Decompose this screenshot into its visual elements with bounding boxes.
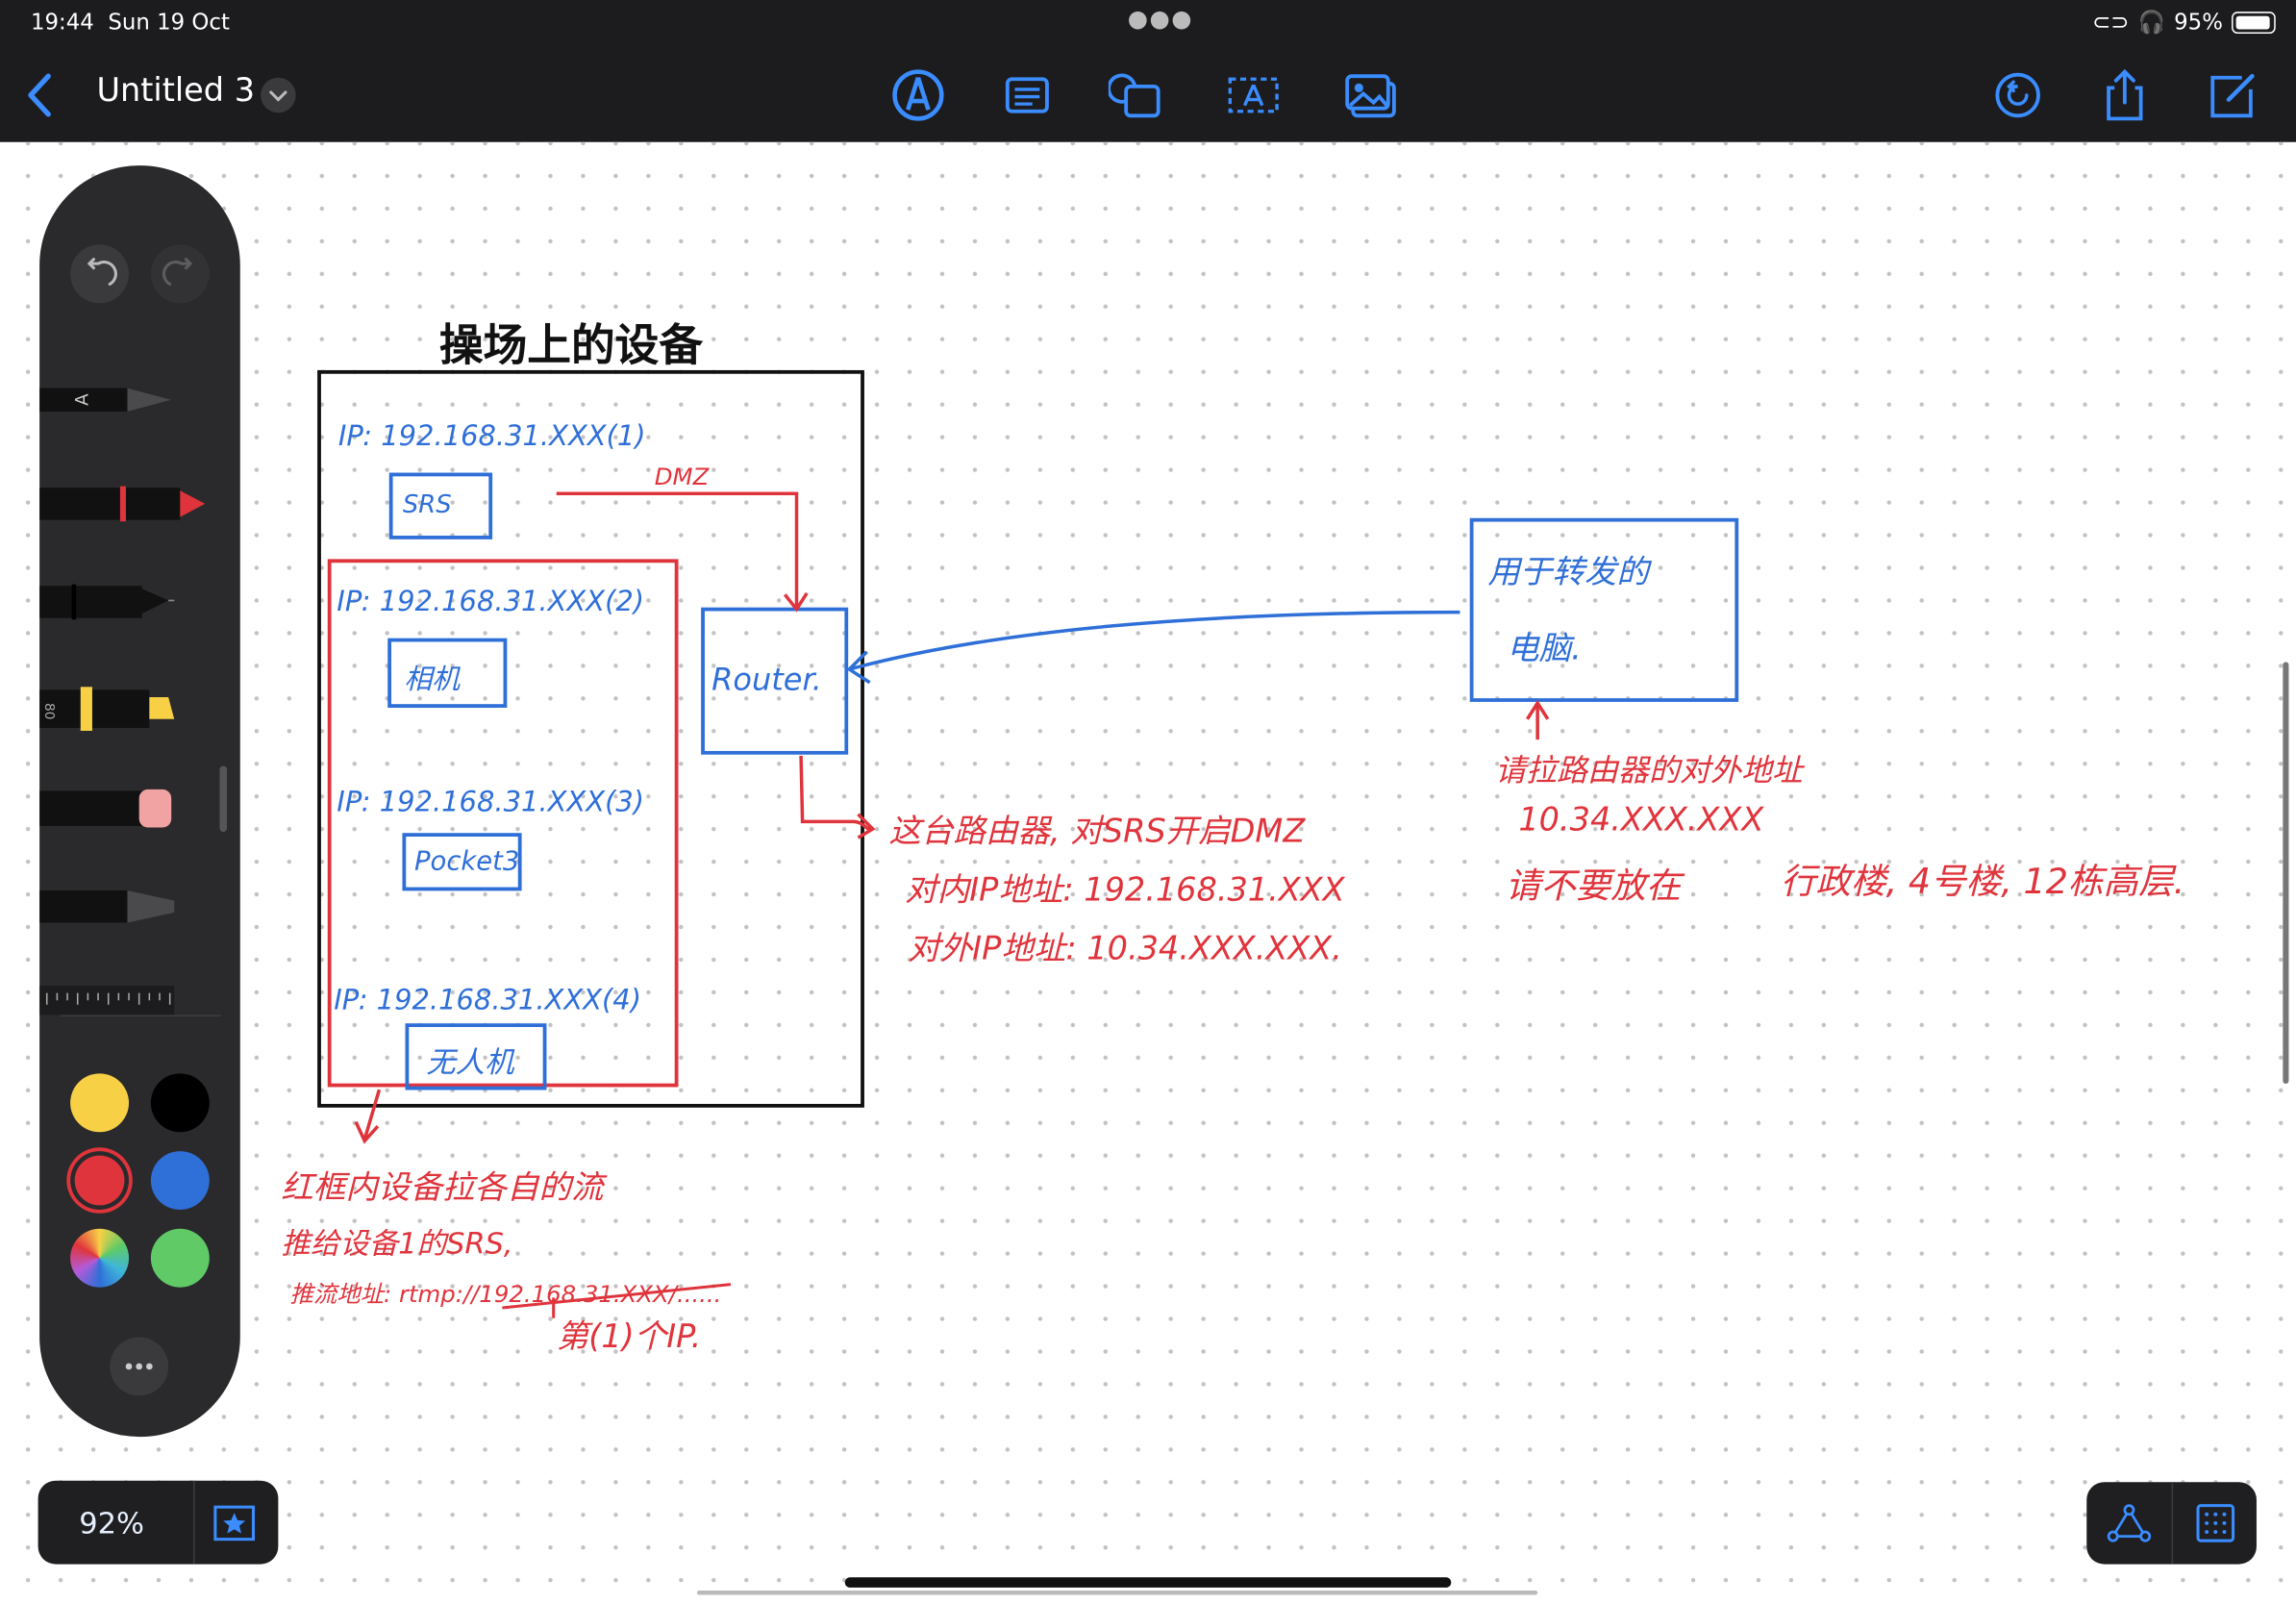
redo-button[interactable] xyxy=(150,244,210,304)
redbox-note-arrow xyxy=(354,1089,382,1144)
battery-percent: 95% xyxy=(2174,9,2223,36)
grid-icon[interactable] xyxy=(2195,1503,2236,1544)
drone-box xyxy=(405,1023,547,1090)
palette-scroll-indicator xyxy=(219,765,228,833)
options-divider xyxy=(2171,1482,2174,1565)
ink-strokes xyxy=(317,369,1739,1318)
link-icon: ⊂⊃ xyxy=(2092,9,2130,36)
fineliner-icon xyxy=(39,584,175,620)
tool-strip[interactable]: A 80 xyxy=(39,370,240,1015)
multitasking-dots-icon[interactable]: ●●● xyxy=(1127,4,1194,33)
top-toolbar: 19:44 Sun 19 Oct ●●● ⊂⊃ 🎧 95% Untitled 3 xyxy=(0,0,2296,142)
router-note-line1: 这台路由器, 对SRS开启DMZ xyxy=(888,814,1306,851)
battery-icon xyxy=(2232,11,2276,34)
page-scroll-indicator xyxy=(696,1590,1538,1595)
status-time: 19:44 Sun 19 Oct xyxy=(30,9,230,36)
lasso-icon xyxy=(39,890,175,923)
pc-note-arrow xyxy=(1526,699,1550,740)
redbox-note-line3: 推流地址: rtmp://192.168.31.XXX/...... xyxy=(289,1280,722,1309)
srs-label: SRS xyxy=(402,490,452,520)
camera-box xyxy=(387,638,508,708)
drawing-canvas[interactable]: 操场上的设备 IP: 192.168.31.XXX(1) SRS DMZ IP:… xyxy=(0,141,2296,1604)
router-label: Router. xyxy=(711,662,822,697)
chevron-down-icon[interactable] xyxy=(261,77,296,113)
headphones-icon: 🎧 xyxy=(2137,9,2165,36)
srs-box xyxy=(388,472,493,539)
highlighter-size: 80 xyxy=(41,703,57,719)
monoline-pencil-icon: A xyxy=(39,388,172,412)
undo-icon xyxy=(87,258,117,286)
dmz-label: DMZ xyxy=(654,463,710,491)
shape-nodes-icon[interactable] xyxy=(2107,1504,2152,1545)
redbox-note-line1: 红框内设备拉各自的流 xyxy=(281,1169,604,1207)
pc-note-line3: 请不要放在 xyxy=(1505,865,1682,907)
pc-note-line2: 10.34.XXX.XXX xyxy=(1518,802,1764,840)
color-swatch-black[interactable] xyxy=(150,1073,210,1133)
text-box-icon[interactable] xyxy=(1224,66,1283,125)
document-title[interactable]: Untitled 3 xyxy=(96,73,256,111)
pc-router-arrow xyxy=(846,610,1460,685)
ruler-icon xyxy=(39,985,175,1015)
redo-icon xyxy=(162,258,193,286)
pc-label-line1: 用于转发的 xyxy=(1487,555,1649,592)
ip1-label: IP: 192.168.31.XXX(1) xyxy=(337,420,646,453)
router-note-arrow xyxy=(799,755,876,840)
pc-label-line2: 电脑. xyxy=(1507,631,1582,668)
ip2-label: IP: 192.168.31.XXX(2) xyxy=(337,586,645,618)
zoom-divider xyxy=(193,1480,195,1565)
tool-palette: A 80 xyxy=(39,165,240,1438)
router-box xyxy=(701,607,849,755)
compose-icon[interactable] xyxy=(2204,66,2262,125)
pc-note-line1: 请拉路由器的对外地址 xyxy=(1494,752,1803,789)
heading-text: 操场上的设备 xyxy=(438,320,704,372)
drone-label: 无人机 xyxy=(426,1043,514,1080)
pc-box xyxy=(1469,517,1739,702)
favorite-star-icon[interactable] xyxy=(212,1504,257,1542)
home-indicator[interactable] xyxy=(844,1577,1452,1588)
redbox-note-line4: 第(1)个IP. xyxy=(556,1319,702,1357)
camera-label: 相机 xyxy=(404,663,461,696)
undo-button[interactable] xyxy=(70,244,130,304)
share-icon[interactable] xyxy=(2095,66,2154,125)
undo-history-icon[interactable] xyxy=(1988,66,2047,125)
vertical-scrollbar[interactable] xyxy=(2283,662,2289,1085)
eraser-icon xyxy=(39,789,172,828)
svg-text:A: A xyxy=(72,393,92,406)
pocket-label: Pocket3 xyxy=(414,846,520,878)
media-icon[interactable] xyxy=(1341,66,1400,125)
color-swatch-blue[interactable] xyxy=(150,1151,210,1210)
ip4-label: IP: 192.168.31.XXX(4) xyxy=(334,984,642,1016)
zoom-level[interactable]: 92% xyxy=(79,1505,144,1541)
ellipsis-icon xyxy=(125,1363,153,1370)
shapes-icon[interactable] xyxy=(1108,66,1167,125)
palette-divider xyxy=(60,1015,221,1016)
redbox-note-line2: 推给设备1的SRS, xyxy=(281,1225,513,1262)
outer-box xyxy=(317,369,864,1108)
yellow-highlighter-icon: 80 xyxy=(39,687,175,731)
pen-tool-icon[interactable] xyxy=(888,66,947,125)
text-format-icon[interactable] xyxy=(997,66,1056,125)
ip3-label: IP: 192.168.31.XXX(3) xyxy=(337,786,645,819)
more-options-button[interactable] xyxy=(110,1337,169,1396)
router-note-line2: 对内IP地址: 192.168.31.XXX xyxy=(905,872,1345,910)
router-note-line3: 对外IP地址: 10.34.XXX.XXX. xyxy=(908,931,1342,968)
red-pen-icon xyxy=(39,486,206,522)
status-indicators: ⊂⊃ 🎧 95% xyxy=(2092,9,2276,36)
color-swatch-yellow[interactable] xyxy=(70,1073,130,1133)
back-chevron-icon[interactable] xyxy=(20,70,59,120)
canvas-options xyxy=(2086,1482,2257,1565)
pocket-box xyxy=(402,833,522,891)
dmz-arrow xyxy=(556,491,809,613)
zoom-control: 92% xyxy=(37,1480,279,1565)
color-wheel-icon[interactable] xyxy=(70,1228,130,1288)
red-box xyxy=(327,559,679,1088)
color-swatch-red-selected[interactable] xyxy=(74,1155,125,1206)
pc-note-line4: 行政楼, 4号楼, 12栋高层. xyxy=(1780,861,2185,903)
rtmp-underline xyxy=(502,1283,732,1310)
color-swatch-green[interactable] xyxy=(150,1228,210,1288)
